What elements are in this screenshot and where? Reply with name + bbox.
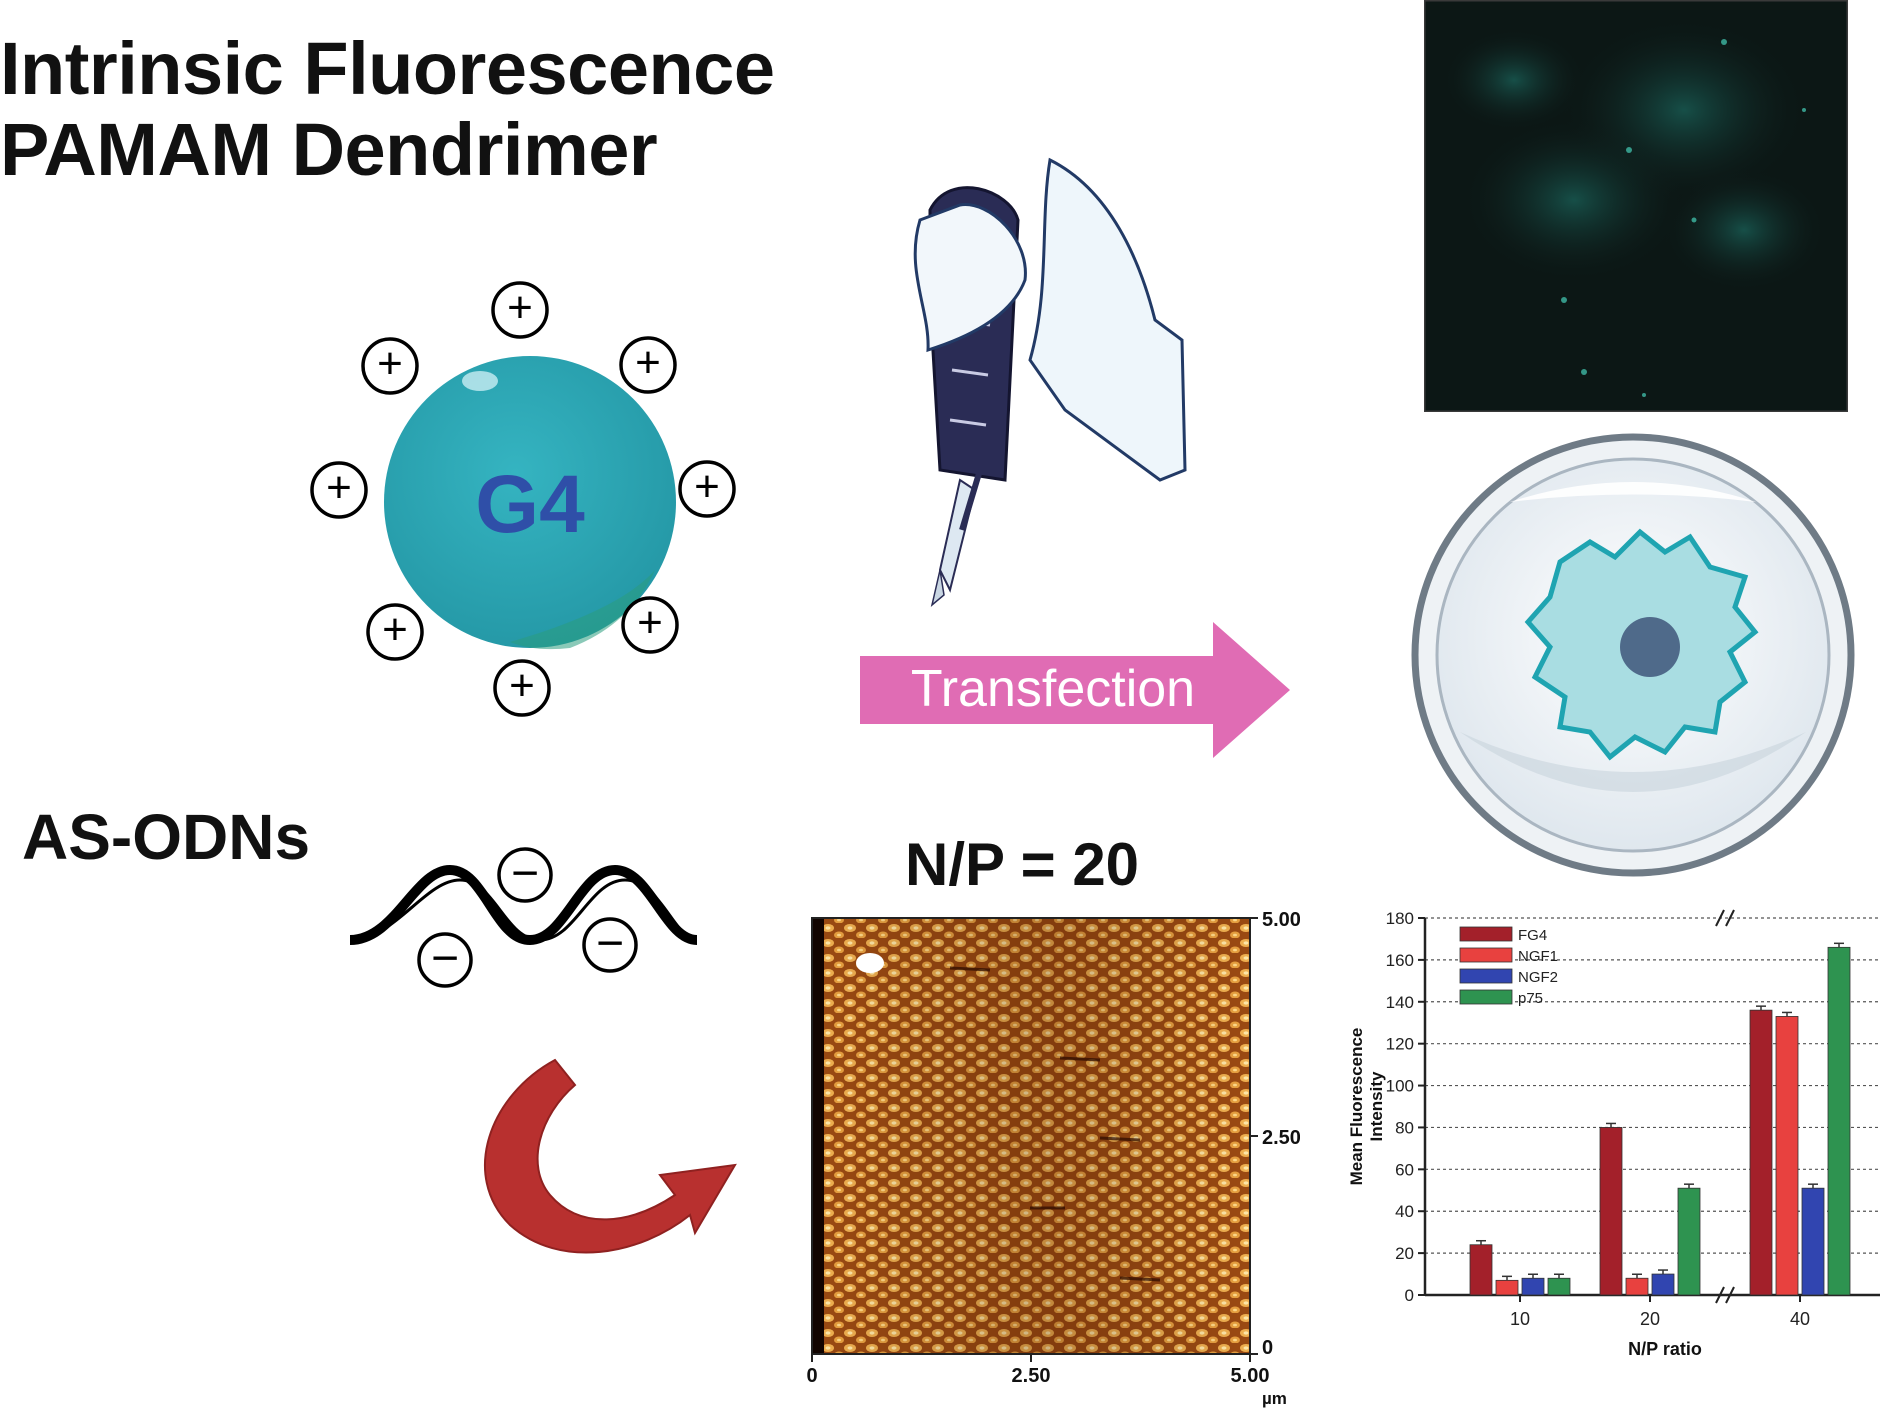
y-tick-label: 160 [1386, 951, 1414, 970]
transfection-label: Transfection [911, 660, 1195, 718]
bar [1599, 1127, 1623, 1296]
afm-bottom-tick: 2.50 [1012, 1365, 1051, 1387]
bar [1469, 1244, 1493, 1296]
title-line-1: Intrinsic Fluorescence [0, 27, 775, 110]
negative-charges: − − − [417, 847, 638, 988]
bar [1749, 1009, 1773, 1296]
x-tick-label: 20 [1640, 1309, 1660, 1329]
legend-label: NGF2 [1518, 969, 1558, 986]
y-tick-label: 60 [1395, 1160, 1414, 1179]
svg-text:+: + [637, 598, 663, 647]
bar [1625, 1277, 1649, 1296]
y-tick-label: 180 [1386, 909, 1414, 928]
x-tick-label: 10 [1510, 1309, 1530, 1329]
afm-image: 5.00 2.50 0 0 2.50 5.00 µm [806, 909, 1300, 1408]
dendrimer-label: G4 [475, 459, 585, 550]
fluorescence-bar-chart: 0 20 40 60 80 100 120 140 160 180 10 20 40 FG4NGF1NGF… [1347, 909, 1880, 1359]
legend-swatch [1459, 926, 1513, 942]
svg-text:+: + [326, 463, 352, 512]
legend-label: p75 [1518, 990, 1543, 1007]
afm-unit: µm [1262, 1389, 1287, 1408]
y-axis-label: Intensity [1367, 1071, 1386, 1141]
y-tick-label: 40 [1395, 1202, 1414, 1221]
y-tick-label: 140 [1386, 993, 1414, 1012]
fluorescence-micrograph [1424, 0, 1848, 412]
svg-text:+: + [635, 338, 661, 387]
positive-charge: + [361, 337, 419, 395]
oligo-label: AS-ODNs [22, 801, 311, 873]
bar [1651, 1273, 1675, 1296]
transfection-arrow: Transfection [860, 622, 1290, 758]
svg-text:+: + [509, 661, 535, 710]
axis-break-mark [1725, 1286, 1735, 1304]
svg-text:+: + [377, 339, 403, 388]
afm-right-tick: 5.00 [1262, 909, 1300, 931]
legend-swatch [1459, 968, 1513, 984]
positive-charge: + [310, 461, 368, 519]
x-tick-label: 40 [1790, 1309, 1810, 1329]
bar [1547, 1277, 1571, 1296]
positive-charge: + [619, 336, 677, 394]
curved-arrow-icon [484, 1058, 737, 1254]
pipette-hand-icon [913, 157, 1187, 607]
legend-label: FG4 [1518, 927, 1547, 944]
bar [1521, 1277, 1545, 1296]
positive-charge: + [366, 603, 424, 661]
x-axis-label: N/P ratio [1628, 1339, 1702, 1359]
legend-swatch [1459, 989, 1513, 1005]
positive-charge: + [678, 460, 736, 518]
negative-charge: − [497, 847, 553, 903]
positive-charge: + [493, 659, 551, 717]
svg-text:+: + [507, 283, 533, 332]
afm-bottom-tick: 0 [806, 1365, 817, 1387]
bar [1775, 1016, 1799, 1296]
afm-heading: N/P = 20 [905, 831, 1140, 898]
petri-dish-icon [1411, 433, 1855, 877]
y-tick-label: 100 [1386, 1077, 1414, 1096]
afm-right-tick: 0 [1262, 1337, 1273, 1359]
bar [1827, 946, 1851, 1296]
y-tick-label: 0 [1405, 1286, 1414, 1305]
svg-text:+: + [382, 605, 408, 654]
y-tick-label: 80 [1395, 1118, 1414, 1137]
axis-break-mark [1725, 909, 1735, 927]
positive-charge: + [491, 281, 549, 339]
negative-charge: − [582, 917, 638, 973]
y-axis-label: Mean Fluorescence [1347, 1028, 1366, 1186]
legend-swatch [1459, 947, 1513, 963]
afm-bottom-tick: 5.00 [1231, 1365, 1270, 1387]
svg-text:−: − [596, 917, 624, 970]
dendrimer-diagram: G4 + + + + + + + + [310, 281, 736, 717]
title-line-2: PAMAM Dendrimer [0, 108, 658, 191]
bar [1801, 1187, 1825, 1296]
legend-label: NGF1 [1518, 948, 1558, 965]
y-tick-label: 20 [1395, 1244, 1414, 1263]
afm-right-tick: 2.50 [1262, 1127, 1300, 1149]
bar [1677, 1187, 1701, 1296]
axis-break-mark [1715, 909, 1725, 927]
bar [1495, 1279, 1519, 1296]
svg-text:−: − [431, 932, 459, 985]
axis-break-mark [1715, 1286, 1725, 1304]
sphere-highlight [462, 371, 498, 391]
svg-text:+: + [694, 462, 720, 511]
positive-charges: + + + + + + + + [310, 281, 736, 717]
dendrimer-sphere [384, 356, 676, 648]
y-tick-label: 120 [1386, 1035, 1414, 1054]
negative-charge: − [417, 932, 473, 988]
svg-text:−: − [511, 847, 539, 900]
positive-charge: + [621, 596, 679, 654]
oligo-strand-diagram: − − − [349, 847, 698, 988]
